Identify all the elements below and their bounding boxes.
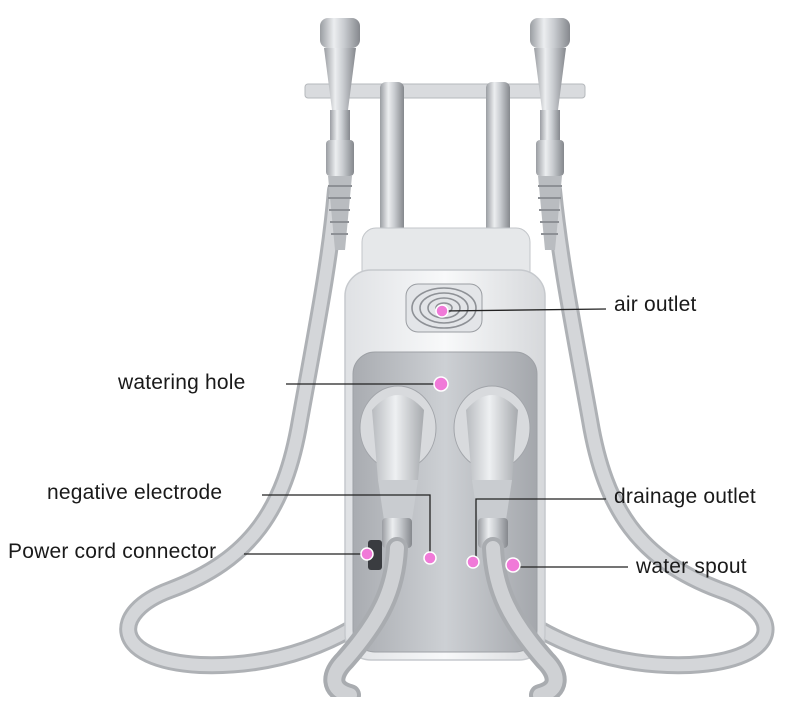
markers [360, 304, 521, 573]
holder-rod-right [486, 82, 510, 272]
marker-water-spout [505, 557, 521, 573]
label-watering-hole: watering hole [118, 371, 246, 394]
label-negative-electrode: negative electrode [47, 481, 223, 504]
leader-negative-electrode [262, 494, 431, 558]
label-power-cord-connector: Power cord connector [8, 540, 217, 563]
leader-drainage-outlet [475, 498, 606, 562]
marker-watering-hole [433, 376, 449, 392]
marker-air-outlet [435, 304, 449, 318]
marker-power-cord [360, 547, 374, 561]
marker-drainage-outlet [466, 555, 480, 569]
front-hoses [323, 537, 567, 702]
leader-lines [244, 308, 628, 568]
label-drainage-outlet: drainage outlet [614, 485, 756, 508]
holder-rack [304, 83, 586, 99]
label-water-spout: water spout [636, 555, 747, 578]
cryo-handle-left [359, 385, 437, 548]
holder-rod-left [380, 82, 404, 272]
top-handpiece-right [530, 18, 570, 250]
top-handpiece-left [320, 18, 360, 250]
power-connector-socket [368, 540, 382, 570]
hoses [119, 181, 775, 675]
marker-negative-electrode [423, 551, 437, 565]
leader-air-outlet [441, 308, 607, 312]
label-air-outlet: air outlet [614, 293, 697, 316]
